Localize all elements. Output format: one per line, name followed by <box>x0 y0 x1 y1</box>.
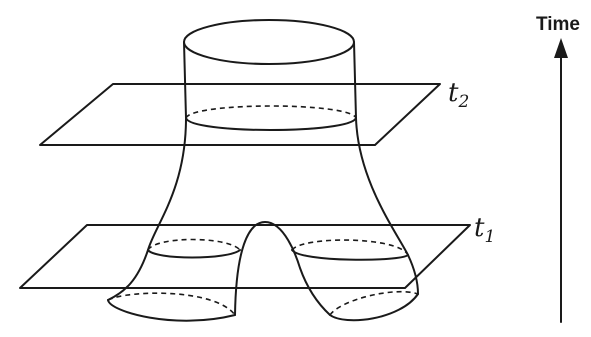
t2-cross-section-back <box>186 106 356 118</box>
surface-left-edge <box>108 42 186 300</box>
right-leg-bottom-front <box>330 294 418 320</box>
t1-right-cross-section-front <box>292 250 408 260</box>
surface-right-edge <box>354 42 418 294</box>
time-axis-arrowhead <box>554 38 568 58</box>
t2-cross-section-front <box>186 118 356 130</box>
time-slice-plane-t2 <box>40 84 440 145</box>
right-leg-bottom-back <box>330 292 418 315</box>
t1-label: t1 <box>474 213 495 247</box>
t1-left-cross-section-back <box>148 240 240 251</box>
left-leg-bottom-front <box>108 300 235 321</box>
t1-right-cross-section-back <box>292 240 408 255</box>
surface-crotch-arch <box>235 222 330 315</box>
t2-label: t2 <box>448 78 469 112</box>
top-circle <box>184 20 354 64</box>
time-axis-label: Time <box>536 14 580 35</box>
t1-left-cross-section-front <box>148 250 240 258</box>
trousers-surface <box>108 20 418 321</box>
